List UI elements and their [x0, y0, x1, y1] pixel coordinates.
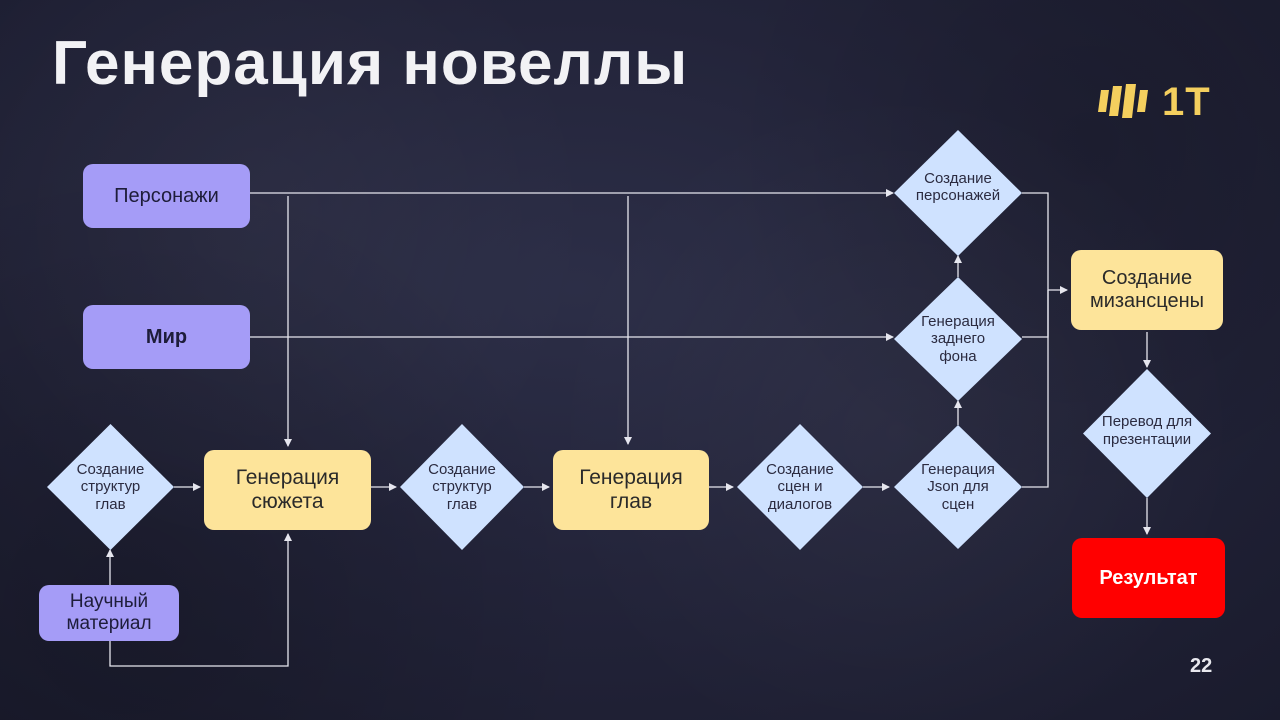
- node-generate-json-scenes: Генерация Json для сцен: [894, 425, 1022, 549]
- logo-text: 1T: [1162, 80, 1211, 124]
- page-number: 22: [1190, 655, 1213, 677]
- node-create-chapter-structures-1: Создание структур глав: [47, 424, 174, 550]
- node-chapter-generation: Генерация глав: [553, 450, 709, 530]
- node-mise-en-scene: Создание мизансцены: [1071, 250, 1223, 330]
- node-scientific-material: Научный материал: [39, 585, 179, 641]
- node-characters: Персонажи: [83, 164, 250, 228]
- node-create-scenes-dialogues: Создание сцен и диалогов: [737, 424, 863, 550]
- node-create-characters: Создание персонажей: [894, 130, 1022, 256]
- node-create-chapter-structures-2: Создание структур глав: [400, 424, 524, 550]
- edge-material-to-plot: [109, 533, 292, 667]
- node-world: Мир: [83, 305, 250, 369]
- node-generate-background: Генерация заднего фона: [894, 277, 1022, 401]
- edge-create-characters-to-mise: [1022, 192, 1049, 290]
- node-plot-generation: Генерация сюжета: [204, 450, 371, 530]
- node-translate-presentation: Перевод для презентации: [1083, 369, 1211, 498]
- edge-json-to-mise: [1022, 290, 1049, 488]
- logo-icon: [1098, 84, 1148, 118]
- node-result: Результат: [1072, 538, 1225, 618]
- page-title: Генерация новеллы: [52, 29, 689, 98]
- edge-background-to-mise: [1022, 290, 1049, 338]
